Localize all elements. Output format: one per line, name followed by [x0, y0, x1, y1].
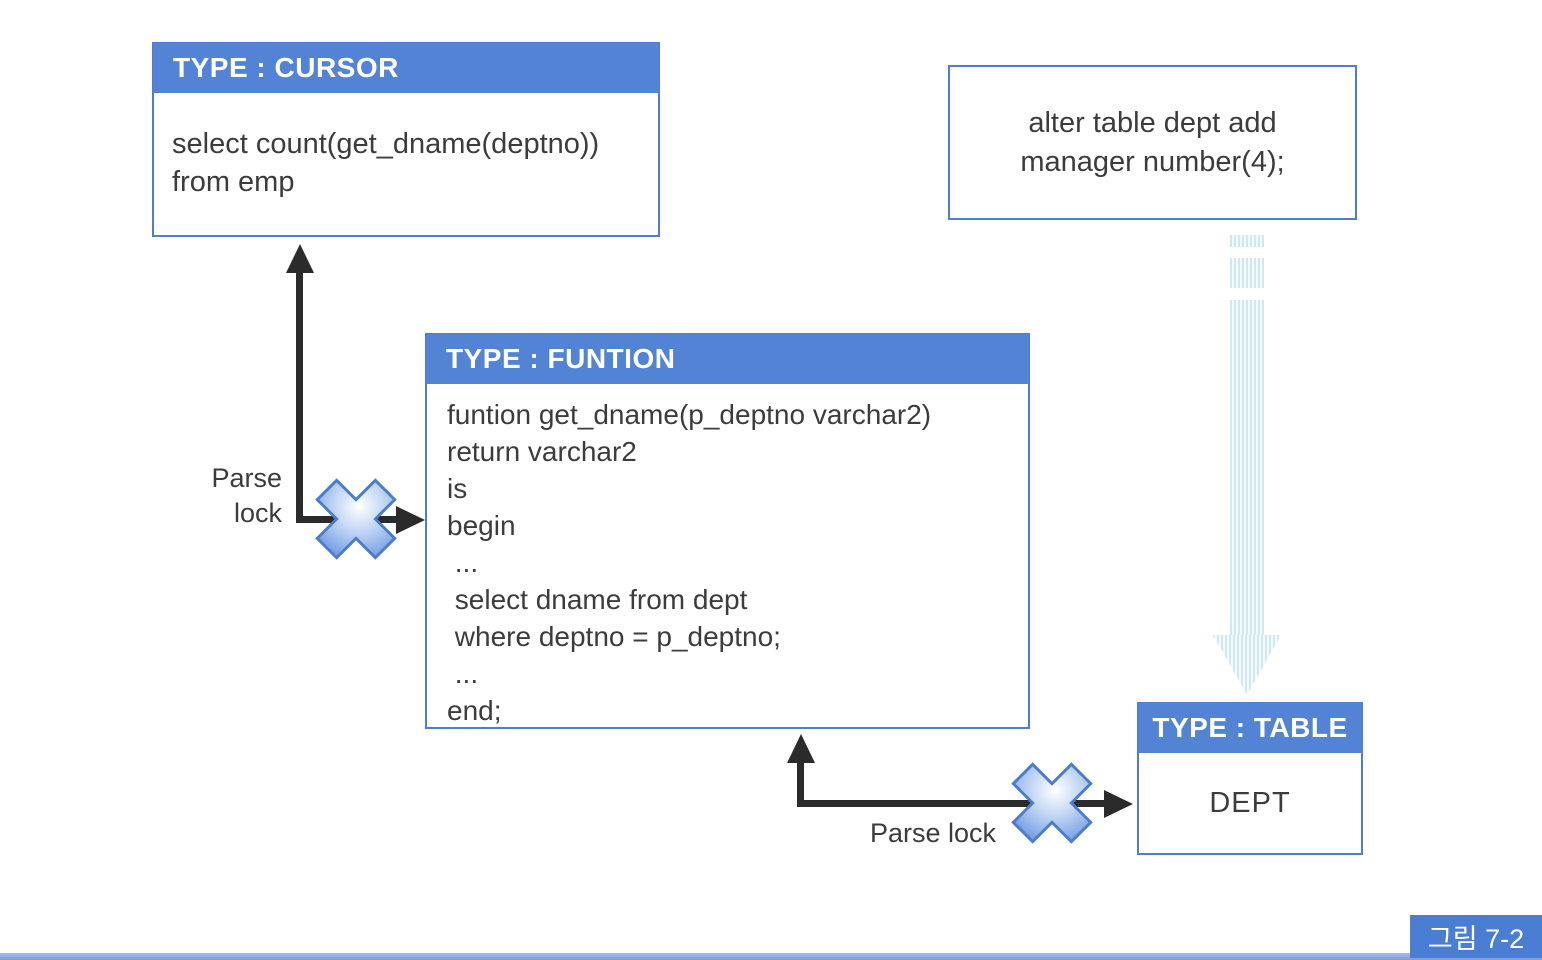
- funtion-box-body: funtion get_dname(p_deptno varchar2) ret…: [447, 399, 932, 726]
- alter-table-box-body: alter table dept add manager number(4);: [1020, 106, 1285, 178]
- dashed-arrow-segment: [1230, 258, 1264, 288]
- parse-lock-cross-icon: [315, 478, 397, 560]
- funtion-box: TYPE : FUNTION funtion get_dname(p_deptn…: [425, 333, 1030, 729]
- cursor-box-header: TYPE : CURSOR: [153, 43, 659, 93]
- alter-table-box: alter table dept add manager number(4);: [948, 65, 1357, 220]
- arrow-right-head-table: [1104, 790, 1133, 818]
- cursor-box-body: select count(get_dname(deptno)) from emp: [172, 128, 600, 198]
- arrow-horizontal-line-table: [797, 800, 1110, 807]
- dashed-arrow-head: [1213, 635, 1281, 695]
- table-box: TYPE : TABLE DEPT: [1137, 702, 1363, 855]
- arrow-vertical-line-cursor: [296, 268, 303, 523]
- dashed-arrow-segment: [1230, 235, 1264, 247]
- dashed-arrow-shaft: [1230, 300, 1264, 635]
- parse-lock-cross-icon: [1011, 762, 1093, 844]
- arrow-vertical-line-funtion: [797, 758, 804, 807]
- table-box-header: TYPE : TABLE: [1138, 703, 1362, 753]
- arrow-right-head-funtion: [396, 506, 425, 534]
- parse-lock-label-left-line2: lock: [233, 498, 282, 528]
- parse-lock-label-bottom: Parse lock: [870, 818, 997, 848]
- funtion-box-header: TYPE : FUNTION: [426, 334, 1029, 384]
- parse-lock-label-left-line1: Parse: [211, 463, 282, 493]
- ddl-dashed-down-arrow-icon: [1213, 235, 1281, 695]
- figure-caption-badge: 그림 7-2: [1410, 915, 1542, 958]
- parse-lock-label-left: Parse lock: [200, 461, 282, 531]
- bottom-rule: [0, 953, 1542, 960]
- table-box-body: DEPT: [1209, 786, 1291, 819]
- cursor-box: TYPE : CURSOR select count(get_dname(dep…: [152, 42, 660, 237]
